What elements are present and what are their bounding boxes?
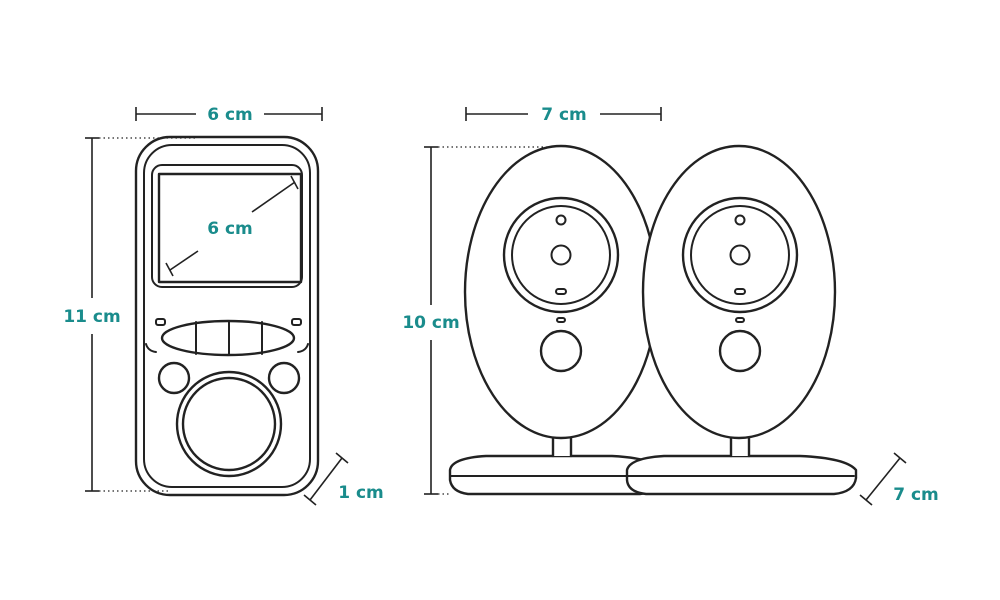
camera-light-sensor-left xyxy=(555,214,567,226)
parent-unit: 6 cm xyxy=(134,135,320,497)
camera-lens-right xyxy=(729,244,751,266)
camera-unit-right xyxy=(625,144,858,496)
screen xyxy=(157,172,303,284)
depth-dimension-cap xyxy=(893,452,907,464)
parent-unit-dimensions: 6 cm 11 cm 1 cm xyxy=(63,105,384,506)
camera-lens-inner-right xyxy=(690,205,790,305)
speaker-dial-inner xyxy=(181,376,277,472)
parent-unit-inner-outline xyxy=(143,144,311,488)
side-button-right xyxy=(267,361,301,395)
screen-size-label: 6 cm xyxy=(207,219,253,239)
camera-lens-inner-left xyxy=(511,205,611,305)
side-button-left xyxy=(157,361,191,395)
camera-mic-left xyxy=(556,317,566,323)
depth-dimension-cap xyxy=(335,452,349,464)
camera-sensor-left xyxy=(539,329,583,373)
screen-diagonal-cap xyxy=(290,175,299,190)
panel-curve-left xyxy=(145,343,157,353)
panel-curve-right xyxy=(297,343,309,353)
camera-lens-ring-right xyxy=(681,196,799,314)
screen-diagonal-line xyxy=(169,250,199,271)
depth-dimension-line xyxy=(309,457,343,501)
parent-height-label: 11 cm xyxy=(63,307,120,327)
led-indicator-right xyxy=(291,318,302,326)
screen-diagonal-cap xyxy=(165,262,174,277)
camera-lens-ring-left xyxy=(502,196,620,314)
camera-sensor-right xyxy=(718,329,762,373)
camera-light-sensor-right xyxy=(734,214,746,226)
parent-depth-label: 1 cm xyxy=(338,483,384,503)
camera-mic-right xyxy=(735,317,745,323)
parent-width-label: 6 cm xyxy=(207,105,253,125)
camera-width-label: 7 cm xyxy=(541,105,587,125)
screen-diagonal-line xyxy=(251,181,296,213)
depth-dimension-line xyxy=(865,457,901,501)
led-indicator-left xyxy=(155,318,166,326)
camera-led-right xyxy=(734,288,746,295)
camera-led-left xyxy=(555,288,567,295)
camera-depth-label: 7 cm xyxy=(893,485,939,505)
depth-dimension-cap xyxy=(859,494,873,506)
camera-height-label: 10 cm xyxy=(402,313,459,333)
camera-dimensions: 7 cm 10 cm 7 cm xyxy=(402,105,939,506)
camera-lens-left xyxy=(550,244,572,266)
depth-dimension-cap xyxy=(303,494,317,506)
camera-unit-left xyxy=(448,144,664,496)
